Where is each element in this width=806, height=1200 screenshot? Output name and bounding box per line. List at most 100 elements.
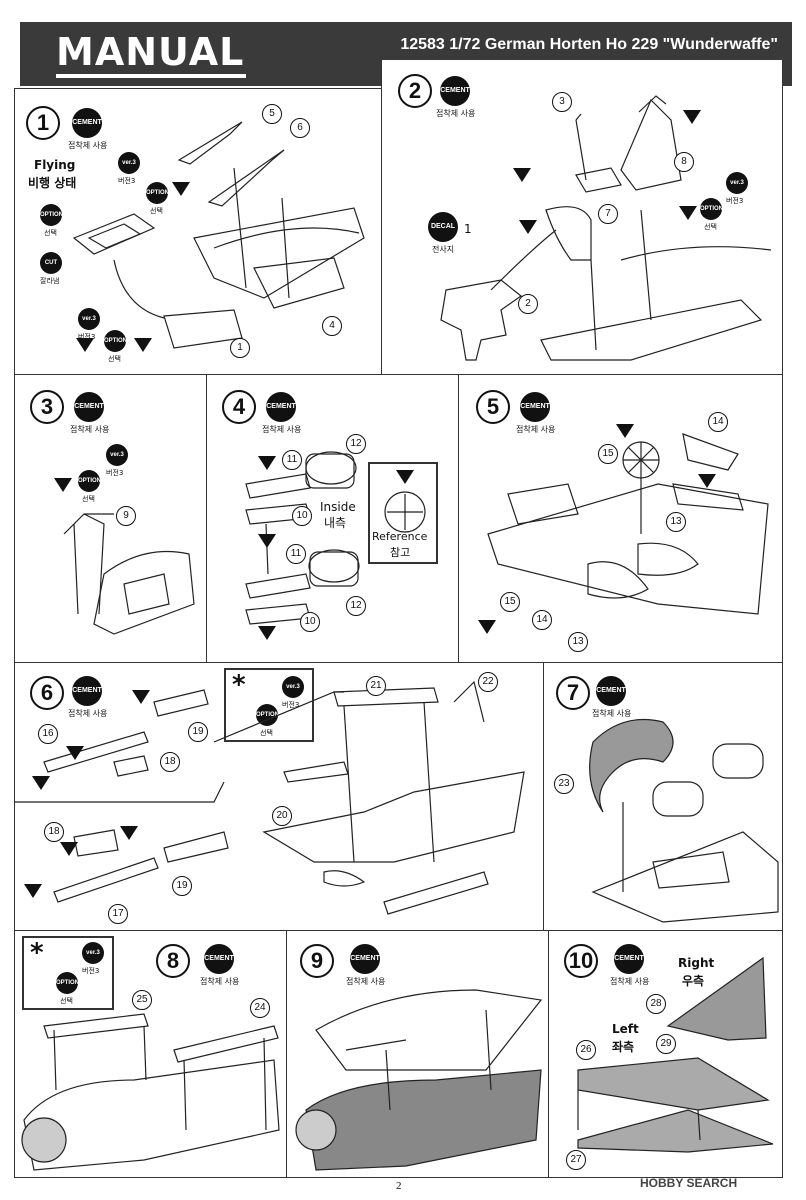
- reference-label: Reference: [372, 530, 428, 543]
- step-3-number: 3: [30, 390, 64, 424]
- decal-label: 전사지: [432, 245, 455, 254]
- right-label: Right: [678, 956, 715, 970]
- step-10-drawing: [577, 956, 774, 1153]
- manual-title: MANUAL: [56, 30, 245, 74]
- cement-label: 접착제 사용: [610, 977, 650, 986]
- cement-label: 접착제 사용: [346, 977, 386, 986]
- part-callout-5: 5: [262, 104, 282, 124]
- part-callout-7: 7: [598, 204, 618, 224]
- decal-number-1: 1: [464, 222, 472, 236]
- option-badge: OPTION: [78, 470, 101, 492]
- part-callout-29: 29: [656, 1034, 676, 1054]
- part-callout-23: 23: [554, 774, 574, 794]
- option-badge: OPTION: [146, 182, 169, 204]
- part-callout-8: 8: [674, 152, 694, 172]
- cement-label: 접착제 사용: [200, 977, 240, 986]
- step-2-drawing: [440, 95, 772, 361]
- flying-label-kr: 비행 상태: [28, 176, 77, 190]
- cut-badge: CUT: [40, 252, 62, 274]
- part-callout-26: 26: [576, 1040, 596, 1060]
- version-label: 버전3: [118, 177, 136, 185]
- step-8-drawing: [21, 1013, 280, 1171]
- part-callout-6: 6: [290, 118, 310, 138]
- part-callout-25: 25: [132, 990, 152, 1010]
- step-10-number: 10: [564, 944, 598, 978]
- version-badge: ver.3: [118, 152, 140, 174]
- version-label: 버전3: [726, 197, 744, 205]
- cement-icon: CEMENT: [614, 944, 644, 974]
- version-label: 버전3: [78, 333, 96, 341]
- cement-icon: CEMENT: [74, 392, 104, 422]
- cement-icon: CEMENT: [350, 944, 380, 974]
- step-1-drawing: [72, 121, 365, 352]
- part-callout-10: 10: [300, 612, 320, 632]
- part-callout-16: 16: [38, 724, 58, 744]
- part-callout-17: 17: [108, 904, 128, 924]
- asterisk-mark: *: [232, 670, 246, 700]
- version-badge: ver.3: [726, 172, 748, 194]
- cement-label: 접착제 사용: [70, 425, 110, 434]
- cement-icon: CEMENT: [72, 676, 102, 706]
- part-callout-24: 24: [250, 998, 270, 1018]
- part-callout-13: 13: [568, 632, 588, 652]
- part-callout-11: 11: [282, 450, 302, 470]
- title-underline: [56, 74, 246, 78]
- option-badge: OPTION: [40, 204, 63, 226]
- step-7-number: 7: [556, 676, 590, 710]
- step-3-drawing: [54, 478, 195, 635]
- decal-icon: DECAL: [428, 212, 458, 242]
- inside-label: Inside: [320, 500, 356, 514]
- step-6-drawing: [14, 680, 525, 915]
- part-callout-4: 4: [322, 316, 342, 336]
- option-label: 선택: [44, 229, 57, 237]
- page-number: 2: [396, 1180, 402, 1192]
- watermark: HOBBY SEARCH: [640, 1176, 738, 1190]
- version-label: 버전3: [106, 469, 124, 477]
- cement-icon: CEMENT: [520, 392, 550, 422]
- part-callout-19: 19: [172, 876, 192, 896]
- part-callout-13: 13: [666, 512, 686, 532]
- part-callout-3: 3: [552, 92, 572, 112]
- part-callout-10: 10: [292, 506, 312, 526]
- cement-icon: CEMENT: [204, 944, 234, 974]
- part-callout-14: 14: [532, 610, 552, 630]
- step-1-panel: [14, 88, 383, 376]
- part-callout-15: 15: [500, 592, 520, 612]
- step-9-number: 9: [300, 944, 334, 978]
- version-badge: ver.3: [78, 308, 100, 330]
- part-callout-12: 12: [346, 434, 366, 454]
- step-7-drawing: [589, 718, 779, 923]
- option-badge: OPTION: [104, 330, 127, 352]
- option-badge: OPTION: [700, 198, 723, 220]
- part-callout-19: 19: [188, 722, 208, 742]
- step-5-drawing: [478, 424, 769, 634]
- asterisk-mark: *: [30, 938, 44, 968]
- part-callout-2: 2: [518, 294, 538, 314]
- option-badge: OPTION: [256, 704, 279, 726]
- part-callout-22: 22: [478, 672, 498, 692]
- cement-icon: CEMENT: [72, 108, 102, 138]
- part-callout-28: 28: [646, 994, 666, 1014]
- option-label: 선택: [260, 729, 273, 737]
- option-label: 선택: [150, 207, 163, 215]
- step-9-drawing: [295, 989, 543, 1171]
- part-callout-12: 12: [346, 596, 366, 616]
- step-7-panel: [543, 662, 783, 932]
- part-callout-11: 11: [286, 544, 306, 564]
- option-label: 선택: [704, 223, 717, 231]
- right-label-kr: 우측: [682, 974, 705, 988]
- part-callout-15: 15: [598, 444, 618, 464]
- part-callout-27: 27: [566, 1150, 586, 1170]
- part-callout-9: 9: [116, 506, 136, 526]
- version-badge: ver.3: [82, 942, 104, 964]
- option-label: 선택: [60, 997, 73, 1005]
- cement-icon: CEMENT: [440, 76, 470, 106]
- step-4-number: 4: [222, 390, 256, 424]
- cement-icon: CEMENT: [596, 676, 626, 706]
- cement-label: 접착제 사용: [592, 709, 632, 718]
- inside-label-kr: 내측: [324, 516, 347, 530]
- step-8-number: 8: [156, 944, 190, 978]
- left-label: Left: [612, 1022, 639, 1036]
- cement-icon: CEMENT: [266, 392, 296, 422]
- model-title: 12583 1/72 German Horten Ho 229 "Wunderw…: [400, 36, 778, 53]
